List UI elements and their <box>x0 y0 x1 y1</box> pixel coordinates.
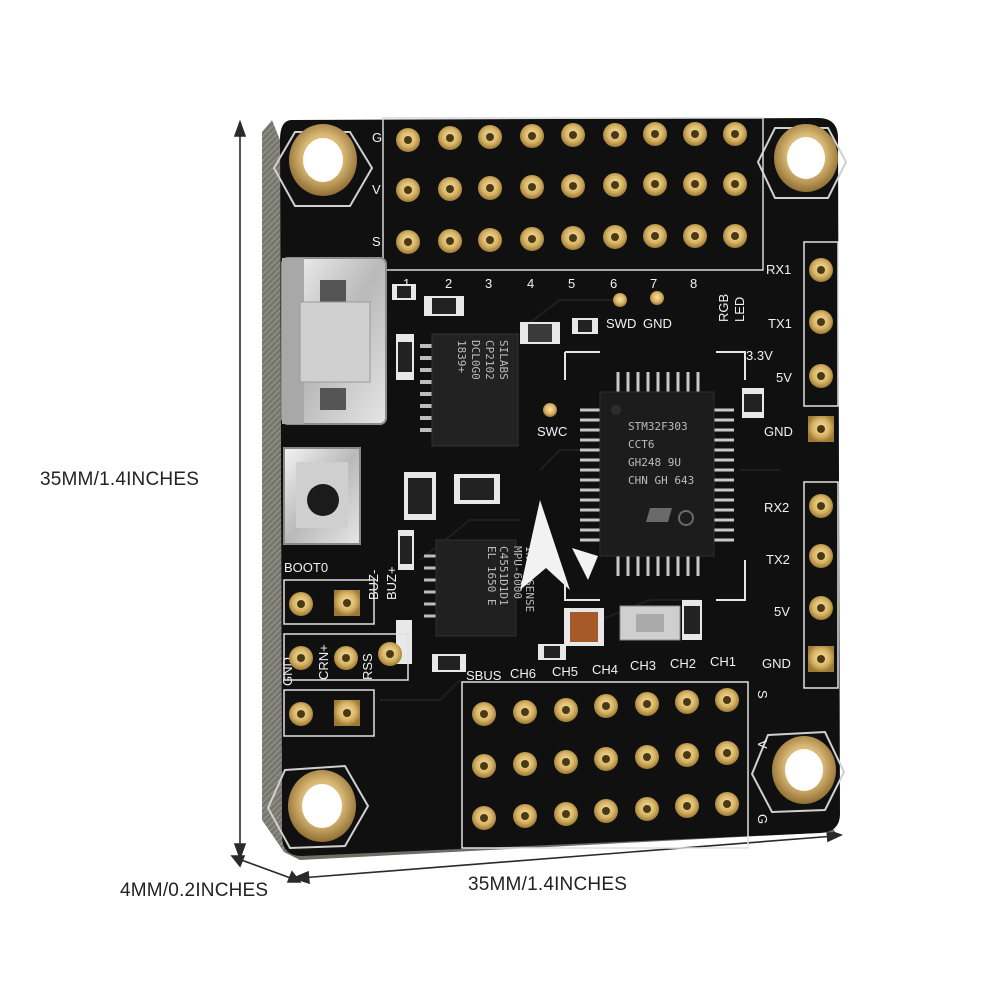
smd-components <box>392 284 764 672</box>
mcu-marking-4: CHN GH 643 <box>628 474 694 487</box>
bottom-header-pads: SBUS CH6 CH5 CH4 CH3 CH2 CH1 S V G <box>461 654 770 849</box>
right-uart-pads: RX1 TX1 5V GND RX2 TX2 5V GND <box>762 241 839 689</box>
label-s-top: S <box>372 234 381 249</box>
label-ch1-bottom: CH1 <box>710 654 736 669</box>
test-pads <box>543 291 664 417</box>
height-dimension-label: 35MM/1.4INCHES <box>40 469 200 490</box>
label-ch3: 3 <box>485 276 492 291</box>
label-g-top: G <box>372 130 382 145</box>
label-swc: SWC <box>537 424 567 439</box>
direction-arrow <box>520 500 598 590</box>
usb-chip-marking-4: 1839+ <box>455 340 468 373</box>
imu-marking-1: C4551D1D1 <box>497 546 510 606</box>
label-3v3: 3.3V <box>746 348 773 363</box>
label-tx2: TX2 <box>766 552 790 567</box>
pcb-board <box>280 118 840 856</box>
mounting-holes <box>266 124 848 850</box>
label-ch1: 1 <box>403 276 410 291</box>
label-ch2: 2 <box>445 276 452 291</box>
label-ch2-bottom: CH2 <box>670 656 696 671</box>
top-header-pads: G V S 1 2 3 4 5 6 7 8 <box>372 117 764 291</box>
dimension-lines <box>230 119 844 885</box>
label-ch7: 7 <box>650 276 657 291</box>
label-gnd-swd: GND <box>643 316 672 331</box>
label-sbus: SBUS <box>466 668 502 683</box>
usb-chip-marking-2: CP2102 <box>483 340 496 380</box>
label-gnd-lower: GND <box>762 656 791 671</box>
usb-uart-chip: SILABS CP2102 DCL0G0 1839+ <box>420 333 519 447</box>
micro-usb-connector <box>281 257 387 425</box>
label-led: LED <box>732 297 747 322</box>
label-ch4: 4 <box>527 276 534 291</box>
label-ch5-bottom: CH5 <box>552 664 578 679</box>
mcu-marking-2: CCT6 <box>628 438 655 451</box>
usb-chip-marking-1: SILABS <box>497 340 510 380</box>
label-rx2: RX2 <box>764 500 789 515</box>
label-ch5: 5 <box>568 276 575 291</box>
label-ch8: 8 <box>690 276 697 291</box>
mcu-marking-1: STM32F303 <box>628 420 688 433</box>
label-gnd-upper: GND <box>764 424 793 439</box>
label-v-bottom: V <box>755 740 770 749</box>
label-s-bottom: S <box>755 690 770 699</box>
label-buz-plus: BUZ+ <box>384 566 399 600</box>
label-5v-upper: 5V <box>776 370 792 385</box>
label-ch4-bottom: CH4 <box>592 662 618 677</box>
usb-chip-marking-3: DCL0G0 <box>469 340 482 380</box>
label-rgb: RGB <box>716 294 731 322</box>
label-tx1: TX1 <box>768 316 792 331</box>
label-ch3-bottom: CH3 <box>630 658 656 673</box>
boot-button <box>283 447 361 545</box>
label-rx1: RX1 <box>766 262 791 277</box>
label-ch6-bottom: CH6 <box>510 666 536 681</box>
mcu-chip: STM32F303 CCT6 GH248 9U CHN GH 643 <box>580 372 734 576</box>
label-ch6: 6 <box>610 276 617 291</box>
label-v-top: V <box>372 182 381 197</box>
silkscreen-outlines <box>564 351 746 601</box>
width-dimension-label: 35MM/1.4INCHES <box>468 874 628 895</box>
label-crn: CRN+ <box>316 644 331 680</box>
thickness-dimension-label: 4MM/0.2INCHES <box>120 880 269 901</box>
label-g-bottom: G <box>755 814 770 824</box>
label-swd: SWD <box>606 316 636 331</box>
label-5v-lower: 5V <box>774 604 790 619</box>
imu-marking-4: MPU-6000 <box>511 546 524 599</box>
label-boot0: BOOT0 <box>284 560 328 575</box>
imu-marking-2: EL 1650 E <box>485 546 498 606</box>
label-rss: RSS <box>360 653 375 680</box>
left-lower-pads <box>283 579 409 737</box>
mcu-marking-3: GH248 9U <box>628 456 681 469</box>
